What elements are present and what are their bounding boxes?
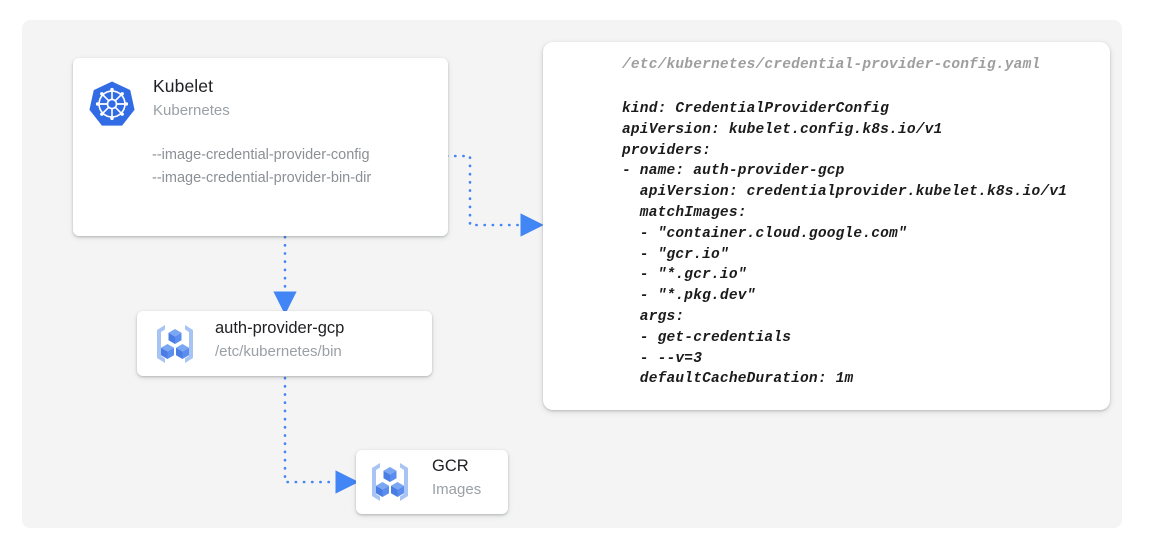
kubelet-subtitle: Kubernetes <box>153 102 230 119</box>
code-filename: /etc/kubernetes/credential-provider-conf… <box>622 57 1041 73</box>
auth-provider-title: auth-provider-gcp <box>215 319 345 337</box>
auth-provider-gcp-card[interactable]: auth-provider-gcp /etc/kubernetes/bin <box>137 311 432 376</box>
gcp-binary-cubes-icon <box>372 463 408 501</box>
kubelet-flag-image-credential-provider-config: --image-credential-provider-config <box>152 147 370 163</box>
kubelet-title: Kubelet <box>153 76 214 96</box>
gcp-binary-cubes-icon <box>157 325 193 363</box>
credential-provider-config-panel[interactable]: /etc/kubernetes/credential-provider-conf… <box>543 42 1110 410</box>
gcr-subtitle: Images <box>432 481 482 498</box>
gcr-card[interactable]: GCR Images <box>356 450 508 514</box>
kubelet-card[interactable]: Kubelet Kubernetes --image-credential-pr… <box>73 58 448 236</box>
code-body: kind: CredentialProviderConfig apiVersio… <box>622 101 1068 388</box>
gcr-title: GCR <box>432 457 469 475</box>
kubernetes-wheel-icon <box>89 81 135 126</box>
kubelet-flag-image-credential-provider-bin-dir: --image-credential-provider-bin-dir <box>152 170 372 186</box>
auth-provider-subtitle: /etc/kubernetes/bin <box>215 343 342 360</box>
